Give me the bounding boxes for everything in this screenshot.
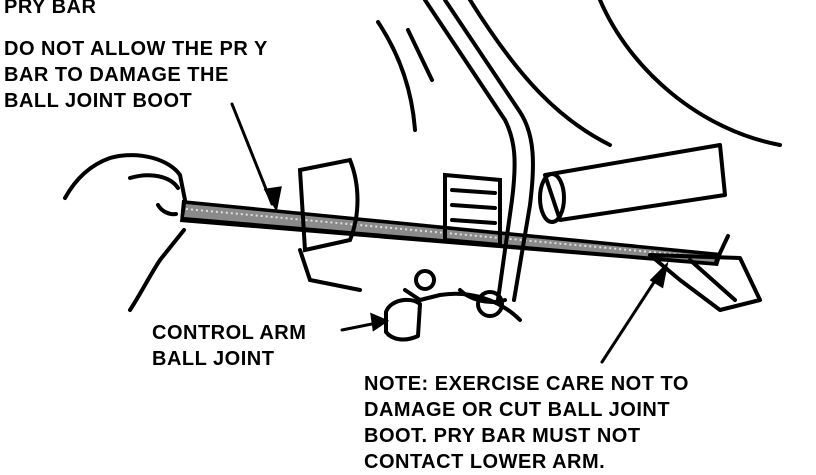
note-line: CONTACT LOWER ARM. [364, 451, 606, 473]
note-leader-line [600, 268, 664, 364]
note-label: NOTE: EXERCISE CARE NOT TO DAMAGE OR CUT… [364, 371, 689, 475]
pry-bar-label: PRY BAR [4, 0, 97, 18]
boot-leader-arrowhead [263, 186, 282, 213]
hand [63, 153, 187, 312]
control-arm-line: CONTROL ARM [152, 322, 307, 344]
caution-label: DO NOT ALLOW THE PR Y BAR TO DAMAGE THE … [4, 36, 268, 114]
caution-line: BALL JOINT BOOT [4, 90, 193, 112]
note-line: NOTE: EXERCISE CARE NOT TO [364, 373, 689, 395]
control-arm-line: BALL JOINT [152, 348, 275, 370]
ball-joint-leader-arrowhead [370, 312, 390, 332]
caution-line: BAR TO DAMAGE THE [4, 64, 229, 86]
pry-bar [180, 200, 730, 266]
ball-joint-boot [297, 157, 502, 292]
control-arm-label: CONTROL ARM BALL JOINT [152, 320, 306, 372]
boot-leader-line [230, 102, 274, 206]
note-line: DAMAGE OR CUT BALL JOINT [364, 399, 671, 421]
note-leader-arrowhead [649, 261, 669, 289]
note-line: BOOT. PRY BAR MUST NOT [364, 425, 641, 447]
control-arm-ball-joint [384, 269, 522, 342]
leader-lines [230, 102, 669, 364]
suspension-parts [376, 0, 782, 312]
caution-line: DO NOT ALLOW THE PR Y [4, 38, 268, 60]
